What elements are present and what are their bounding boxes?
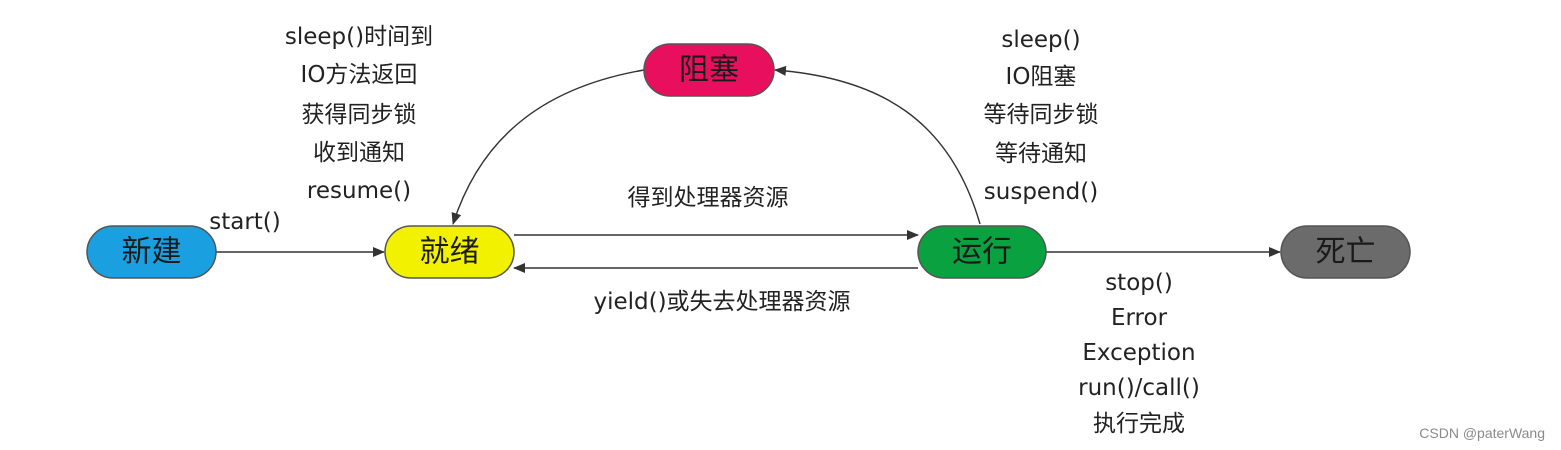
label-running-to-blocked-line: suspend() [984,179,1098,205]
label-blocked-to-ready: sleep()时间到 IO方法返回 获得同步锁 收到通知 resume() [285,24,433,204]
edge-blocked-to-ready [451,69,645,225]
label-running-to-blocked-line: 等待通知 [995,141,1087,167]
label-running-to-dead-line: Error [1111,305,1168,331]
edge-running-to-blocked [774,65,981,225]
node-dead: 死亡 [1280,225,1411,279]
label-start: start() [209,209,281,235]
label-blocked-to-ready-line: IO方法返回 [301,62,418,88]
node-blocked: 阻塞 [643,43,775,97]
label-running-to-dead-line: run()/call() [1078,375,1200,401]
node-blocked-label: 阻塞 [679,53,739,88]
node-ready-shape [384,225,515,279]
label-running-to-dead-line: 执行完成 [1093,411,1185,437]
edges [216,65,1281,273]
watermark: CSDN @paterWang [1419,425,1545,441]
node-blocked-shape [643,43,775,97]
label-blocked-to-ready-line: sleep()时间到 [285,24,433,50]
label-ready-to-running: 得到处理器资源 [628,185,789,211]
node-dead-shape [1280,225,1411,279]
label-running-to-dead: stop() Error Exception run()/call() 执行完成 [1078,270,1200,437]
node-running-label: 运行 [952,235,1012,270]
label-running-to-blocked-line: 等待同步锁 [984,102,1099,128]
label-running-to-dead-line: Exception [1082,340,1195,366]
label-running-to-blocked-line: sleep() [1001,27,1080,53]
node-new: 新建 [86,225,217,279]
label-blocked-to-ready-line: 获得同步锁 [302,102,417,128]
node-dead-label: 死亡 [1316,235,1376,270]
node-ready-label: 就绪 [420,235,480,270]
label-blocked-to-ready-line: 收到通知 [313,140,405,166]
label-running-to-ready: yield()或失去处理器资源 [593,289,850,315]
label-running-to-blocked-line: IO阻塞 [1006,64,1077,90]
node-running-shape [917,225,1047,279]
label-blocked-to-ready-line: resume() [307,178,411,204]
label-running-to-dead-line: stop() [1105,270,1173,296]
label-running-to-blocked: sleep() IO阻塞 等待同步锁 等待通知 suspend() [984,27,1099,205]
node-new-shape [86,225,217,279]
node-new-label: 新建 [122,235,182,270]
node-running: 运行 [917,225,1047,279]
node-ready: 就绪 [384,225,515,279]
